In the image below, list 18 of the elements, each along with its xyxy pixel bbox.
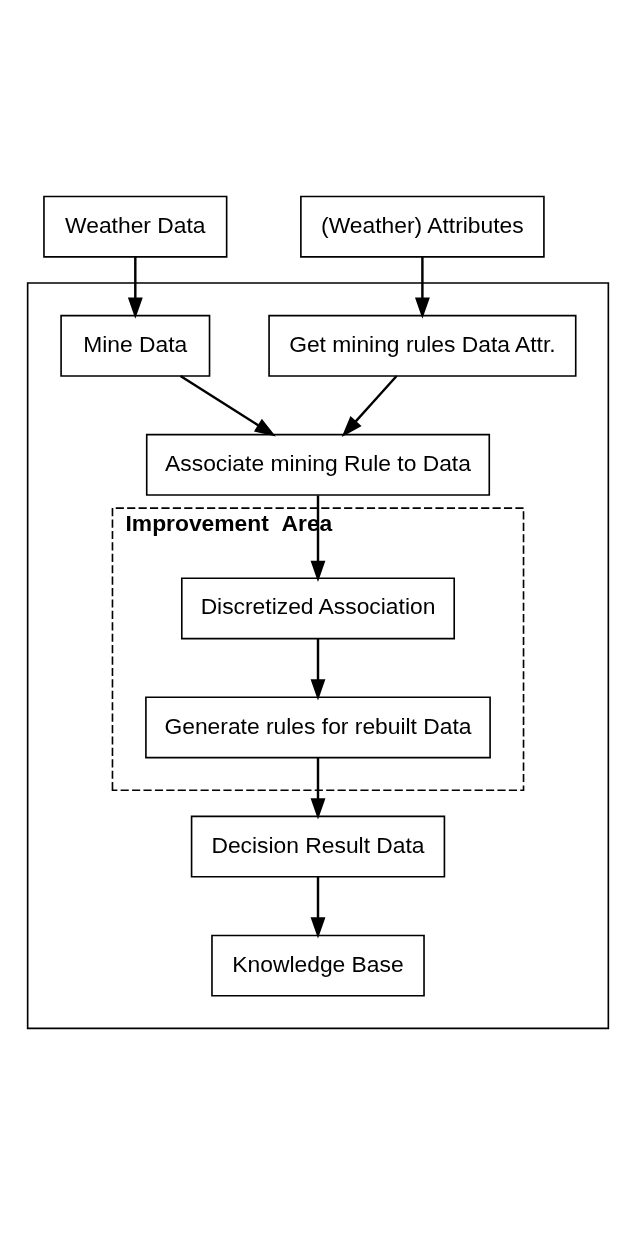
arrow <box>414 256 430 319</box>
node-box: Discretized Association <box>181 577 455 640</box>
node-box: Generate rules for rebuilt Data <box>145 696 491 759</box>
arrow <box>310 876 326 939</box>
arrow <box>127 256 143 319</box>
arrow <box>179 375 276 437</box>
node-box: Knowledge Base <box>211 934 425 997</box>
node-box: Weather Data <box>43 195 228 258</box>
arrow <box>341 375 398 437</box>
arrow <box>310 757 326 820</box>
node-box: Mine Data <box>60 314 211 377</box>
cluster <box>26 282 610 1030</box>
node-box: Decision Result Data <box>190 815 446 878</box>
node-box: Associate mining Rule to Data <box>145 433 491 496</box>
node-box: Get mining rules Data Attr. <box>268 314 577 377</box>
arrow <box>310 638 326 701</box>
node-box: (Weather) Attributes <box>300 195 545 258</box>
arrow <box>310 495 326 582</box>
